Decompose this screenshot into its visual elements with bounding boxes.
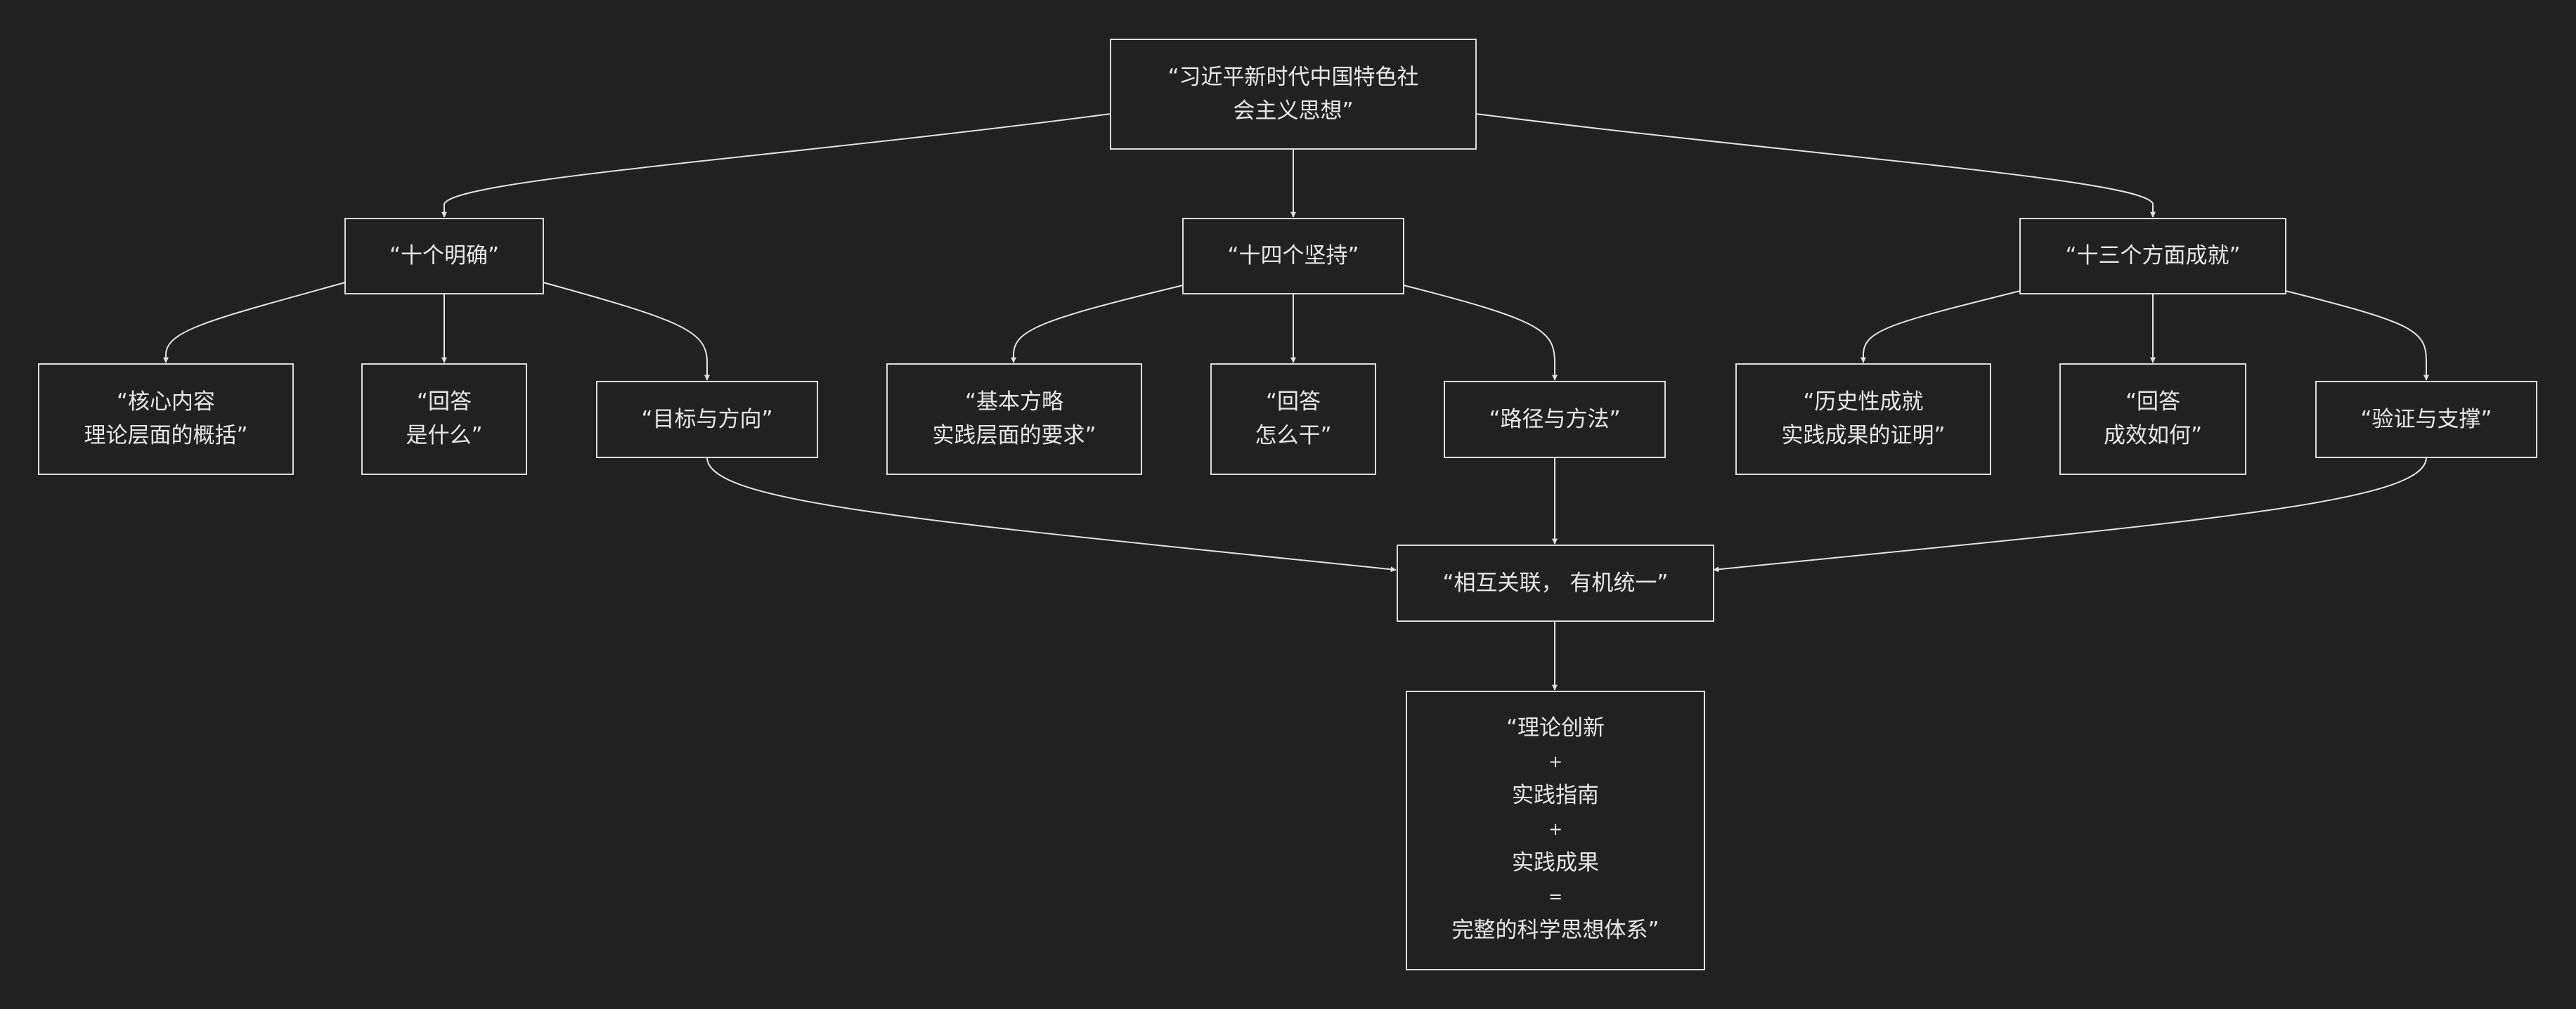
edge-ten-clarifications-to-goal-direction: [543, 282, 710, 381]
root-line-2: 会主义思想”: [1233, 98, 1353, 124]
node-thirteen-achievements: “十三个方面成就”: [2019, 218, 2286, 294]
historic-achievements-line-1: “历史性成就: [1803, 389, 1923, 415]
path-method-label: “路径与方法”: [1489, 407, 1620, 432]
node-complete-system: “理论创新 + 实践指南 + 实践成果 = 完整的科学思想体系”: [1406, 691, 1705, 970]
answer-how-line-2: 怎么干”: [1255, 423, 1331, 448]
core-content-line-1: “核心内容: [117, 389, 215, 415]
complete-system-equals: =: [1548, 887, 1562, 906]
complete-system-line-4: 完整的科学思想体系”: [1451, 918, 1659, 943]
node-goal-direction: “目标与方向”: [596, 381, 818, 458]
complete-system-plus-2: +: [1548, 819, 1562, 839]
core-content-line-2: 理论层面的概括”: [84, 423, 247, 448]
node-basic-strategy: “基本方略 实践层面的要求”: [886, 363, 1142, 475]
historic-achievements-line-2: 实践成果的证明”: [1781, 423, 1945, 448]
node-path-method: “路径与方法”: [1444, 381, 1666, 458]
answer-how-line-1: “回答: [1266, 389, 1321, 415]
complete-system-line-1: “理论创新: [1506, 715, 1605, 741]
fourteen-commitments-label: “十四个坚持”: [1227, 243, 1359, 268]
complete-system-line-3: 实践成果: [1512, 850, 1599, 875]
node-verification-support: “验证与支撑”: [2315, 381, 2537, 458]
root-line-1: “习近平新时代中国特色社: [1167, 65, 1418, 90]
node-historic-achievements: “历史性成就 实践成果的证明”: [1735, 363, 1991, 475]
node-answer-what: “回答 是什么”: [361, 363, 527, 475]
edge-thirteen-achievements-to-historic-achievements: [1860, 290, 2021, 363]
edge-goal-direction-to-interrelated-unity: [706, 457, 1397, 573]
node-fourteen-commitments: “十四个坚持”: [1182, 218, 1404, 294]
node-core-content: “核心内容 理论层面的概括”: [38, 363, 294, 475]
thirteen-achievements-label: “十三个方面成就”: [2065, 243, 2240, 268]
answer-effect-line-2: 成效如何”: [2104, 423, 2202, 448]
node-ten-clarifications: “十个明确”: [344, 218, 544, 294]
node-answer-effect: “回答 成效如何”: [2059, 363, 2246, 475]
edge-root-to-thirteen-achievements: [1475, 113, 2156, 218]
edge-fourteen-commitments-to-basic-strategy: [1011, 285, 1184, 363]
edge-ten-clarifications-to-core-content: [163, 282, 346, 363]
ten-clarifications-label: “十个明确”: [389, 243, 499, 268]
edge-thirteen-achievements-to-verification-support: [2285, 290, 2429, 381]
basic-strategy-line-2: 实践层面的要求”: [932, 423, 1096, 448]
edge-root-to-ten-clarifications: [441, 113, 1111, 218]
complete-system-line-2: 实践指南: [1512, 783, 1599, 808]
edge-fourteen-commitments-to-path-method: [1403, 285, 1558, 381]
node-interrelated-unity: “相互关联， 有机统一”: [1397, 545, 1714, 622]
node-root: “习近平新时代中国特色社 会主义思想”: [1110, 39, 1477, 150]
answer-what-line-1: “回答: [417, 389, 472, 415]
edge-verification-support-to-interrelated-unity: [1713, 457, 2427, 573]
complete-system-plus-1: +: [1548, 752, 1562, 772]
node-answer-how: “回答 怎么干”: [1210, 363, 1376, 475]
verification-support-label: “验证与支撑”: [2360, 407, 2492, 432]
answer-effect-line-1: “回答: [2125, 389, 2180, 415]
goal-direction-label: “目标与方向”: [641, 407, 772, 432]
answer-what-line-2: 是什么”: [406, 423, 482, 448]
edges: [163, 113, 2429, 691]
interrelated-unity-label: “相互关联， 有机统一”: [1443, 571, 1669, 596]
basic-strategy-line-1: “基本方略: [965, 389, 1063, 415]
